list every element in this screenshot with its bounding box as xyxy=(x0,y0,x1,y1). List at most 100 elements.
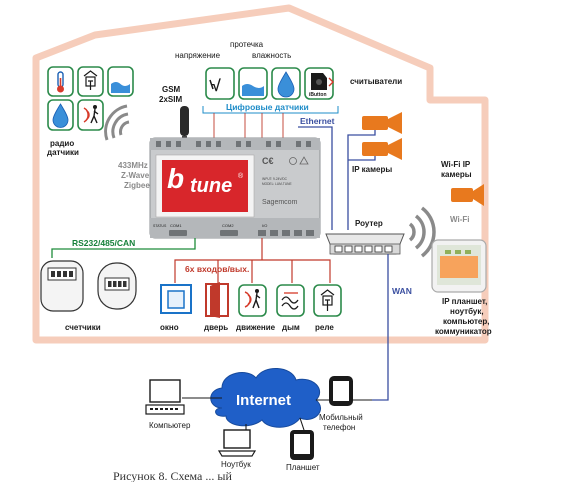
tablet-icon xyxy=(431,239,487,293)
door-label: дверь xyxy=(204,323,228,332)
io-label: 6х входов/вых. xyxy=(185,264,249,274)
ethernet-label: Ethernet xyxy=(300,116,335,126)
brand-logo: b tune ® xyxy=(162,160,248,212)
controller-device: b tune ® C€ INPUT: 9-24V/DC MODEL: LUM-T… xyxy=(149,137,321,239)
level-tile xyxy=(238,67,268,100)
router-icon xyxy=(325,233,405,255)
laptop-icon xyxy=(217,429,257,457)
humidity-label: влажность xyxy=(252,51,291,60)
svg-text:b: b xyxy=(167,163,184,194)
window-icon xyxy=(160,284,192,314)
relay-tile xyxy=(77,66,104,97)
digital-sensors-label: Цифровые датчики xyxy=(226,102,309,112)
tablet-icon-2 xyxy=(290,430,314,460)
ibutton-label: iButton xyxy=(309,92,327,98)
wifi-camera-label: Wi-Fi IP xyxy=(441,160,471,169)
wifi-waves-icon xyxy=(408,206,436,258)
svg-text:®: ® xyxy=(238,172,244,180)
ip-camera-icon xyxy=(362,112,402,160)
wifi-camera-label-2: камеры xyxy=(441,170,472,179)
relay-tile-2 xyxy=(313,284,342,317)
leak-label: протечка xyxy=(230,40,264,49)
device-fine-2: MODEL: LUM-TUNE xyxy=(262,182,292,186)
port-io: I/O xyxy=(262,223,267,228)
brand-text: tune xyxy=(190,175,232,197)
ip-cameras-label: IP камеры xyxy=(352,165,392,174)
phone-label-2: телефон xyxy=(323,423,355,432)
rs-label: RS232/485/CAN xyxy=(72,238,135,248)
gsm-sim-label: 2xSIM xyxy=(159,95,182,104)
meter-icon xyxy=(40,260,137,312)
relay-icon xyxy=(83,70,98,90)
router-label: Роутер xyxy=(355,219,383,228)
radio-label-2: датчики xyxy=(47,148,79,157)
meters-label: счетчики xyxy=(65,323,101,332)
device-maker: Sagemcom xyxy=(262,199,298,206)
motion-sensor-icon-2 xyxy=(244,289,261,309)
internet-cloud: Internet xyxy=(210,368,322,428)
digital-sensor-tiles: √ iButton xyxy=(205,67,334,100)
motion-label: движение xyxy=(236,323,276,332)
svg-text:√: √ xyxy=(212,78,221,95)
tablet-label-3: компьютер, xyxy=(443,317,489,326)
house-outline xyxy=(32,4,489,344)
water-drop-tile xyxy=(47,99,74,131)
readers-label: считыватели xyxy=(350,77,402,86)
rs-line xyxy=(51,238,196,258)
smoke-icon xyxy=(281,292,299,310)
port-com1: COM1 xyxy=(170,223,182,228)
radio-std-zigbee: Zigbee xyxy=(124,181,150,190)
wireless-waves-icon xyxy=(104,104,130,141)
computer-label: Компьютер xyxy=(149,421,191,430)
phone-label-1: Мобильный xyxy=(319,413,363,422)
water-level-icon-2 xyxy=(242,84,264,96)
motion-sensor-icon xyxy=(83,105,99,124)
port-com2: COM2 xyxy=(222,223,234,228)
radio-std-433: 433MHz xyxy=(118,161,148,170)
voltage-icon: √ xyxy=(209,78,221,95)
thermometer-tile xyxy=(47,66,74,97)
motion-tile-2 xyxy=(238,284,267,317)
relay-icon-2 xyxy=(320,289,335,311)
water-level-tile xyxy=(107,66,134,97)
device-fine-1: INPUT: 9-24V/DC xyxy=(262,177,288,181)
laptop-label: Ноутбук xyxy=(221,460,251,469)
wifi-camera-icon xyxy=(451,184,484,206)
water-drop-icon xyxy=(52,103,69,128)
voltage-tile: √ xyxy=(205,67,235,100)
tablet-label-2: ноутбук, xyxy=(450,307,484,316)
wan-line xyxy=(372,254,389,401)
wifi-label: Wi-Fi xyxy=(450,215,469,224)
voltage-label: напряжение xyxy=(175,51,221,60)
ibutton-reader-icon xyxy=(311,73,334,90)
radio-std-zwave: Z-Wave xyxy=(121,171,150,180)
svg-text:C€: C€ xyxy=(262,156,274,166)
tablet-label-4: коммуникатор xyxy=(435,327,492,336)
digital-sensors-bus xyxy=(202,106,339,114)
gsm-label: GSM xyxy=(162,85,181,94)
figure-caption: Рисунок 8. Схема ... ый xyxy=(113,469,232,482)
io-wires xyxy=(174,238,331,283)
camera-line xyxy=(347,130,376,230)
computer-icon xyxy=(145,379,185,415)
ibutton-tile: iButton xyxy=(304,67,334,100)
humidity-tile xyxy=(271,67,301,100)
port-status: STATUS xyxy=(153,224,167,228)
radio-sensor-tiles xyxy=(47,66,134,131)
water-level-icon xyxy=(111,82,130,93)
smoke-label: дым xyxy=(282,323,300,332)
water-drop-icon-2 xyxy=(277,71,295,98)
wan-label: WAN xyxy=(392,286,412,296)
tablet-label-1: IP планшет, xyxy=(442,297,487,306)
smoke-tile xyxy=(276,284,305,317)
motion-tile xyxy=(77,99,104,131)
door-icon xyxy=(205,282,229,318)
internet-label: Internet xyxy=(236,392,291,409)
window-label: окно xyxy=(160,323,179,332)
phone-icon xyxy=(329,376,353,406)
radio-label: радио xyxy=(50,139,74,148)
tablet-label: Планшет xyxy=(286,463,320,472)
ethernet-line xyxy=(298,126,333,230)
relay-label: реле xyxy=(315,323,334,332)
